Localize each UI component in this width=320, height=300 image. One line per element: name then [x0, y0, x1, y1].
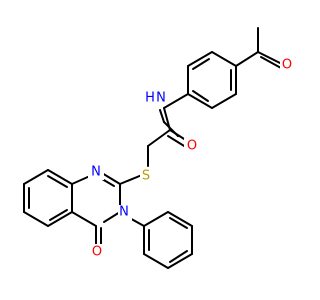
- ring-bond: [167, 253, 193, 269]
- ring-bond: [167, 211, 193, 227]
- pyrimidinone-ring: [71, 169, 121, 249]
- amide-oxygen-label: O: [187, 139, 197, 154]
- benzo-ring: [23, 169, 73, 227]
- ring-bond: [103, 211, 121, 223]
- ring-bond: [143, 253, 169, 269]
- molecule-diagram: O H N O S N N O: [23, 27, 294, 269]
- bond-carbonyl-oxygen-double: [260, 56, 282, 69]
- ring-bond: [47, 211, 73, 227]
- n-phenyl-ring: [125, 211, 193, 269]
- ring-bond: [211, 93, 237, 109]
- ring-nitrogen-3-label: N: [119, 205, 129, 220]
- bond-nitrogen-carbonyl: [159, 109, 165, 123]
- bond-ring-nitrogen: [163, 93, 189, 109]
- ring-bond: [187, 93, 213, 109]
- acetylphenyl-ring: [187, 51, 237, 109]
- lactam-oxygen-label: O: [92, 245, 102, 260]
- acetyl-group: [235, 27, 283, 69]
- sulfur-label: S: [142, 169, 150, 184]
- bond-nh-to-co: [163, 107, 171, 131]
- bond-carbonyl-oxygen: [257, 51, 283, 65]
- amide-linker: [119, 93, 193, 185]
- ring-inner-bond: [169, 217, 188, 229]
- bond-co-ch2: [147, 129, 171, 147]
- ring-inner-bond: [49, 209, 68, 221]
- ring-bond: [23, 169, 49, 185]
- ring-nitrogen-1-label: N: [91, 165, 101, 180]
- bond-sulfur-ring: [119, 174, 143, 185]
- ring-bond: [23, 211, 49, 227]
- ring-bond: [71, 211, 97, 227]
- amide-hydrogen-label: H: [145, 91, 155, 106]
- ring-inner-bond: [192, 58, 210, 70]
- ring-bond: [187, 51, 213, 67]
- ring-inner-bond: [169, 250, 188, 263]
- atom-labels: O H N O S N N O: [88, 56, 294, 260]
- ring-bond: [71, 175, 91, 185]
- ring-inner-bond: [192, 90, 209, 102]
- bond-carbonyl-ring: [235, 51, 259, 67]
- ring-bond: [211, 51, 237, 67]
- ring-bond: [143, 211, 169, 227]
- ring-inner-bond: [47, 175, 68, 188]
- amide-nitrogen-label: N: [156, 91, 166, 106]
- ring-bond: [47, 169, 73, 185]
- ketone-oxygen-label: O: [282, 58, 292, 73]
